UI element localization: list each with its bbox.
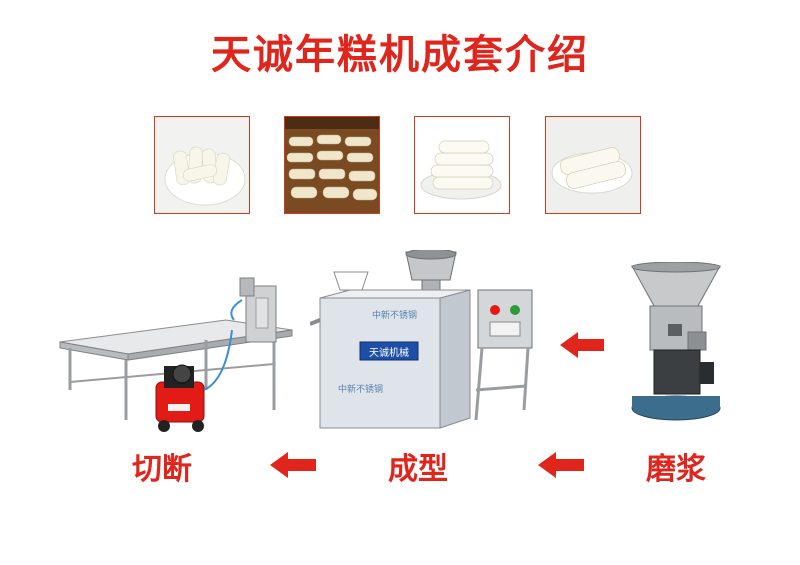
product-photo-rice-cake-sticks-bowl [154,116,250,214]
step-label-cut: 切断 [132,452,192,487]
product-photo-rice-cake-stack-plate [414,116,510,214]
cutting-machine [56,270,296,450]
flow-arrow-shape-to-cut [270,452,316,482]
grinding-machine [628,261,724,422]
forming-machine: 天诚机械 中新不锈钢 中新不锈钢 [309,248,540,440]
machine-brand-panel: 天诚机械 [369,348,409,359]
step-label-grind: 磨浆 [646,452,706,487]
machine-side-text-1: 中新不锈钢 [372,311,418,321]
product-photo-rice-cake-tray [284,116,380,214]
step-label-shape: 成型 [388,452,448,487]
flow-arrow-grind-to-shape [560,332,604,362]
machine-side-text-2: 中新不锈钢 [338,385,384,395]
product-photo-rice-cake-slab-plate [545,116,641,214]
page-title: 天诚年糕机成套介绍 [211,32,589,78]
flow-arrow-grind-to-shape-bottom [538,452,584,482]
